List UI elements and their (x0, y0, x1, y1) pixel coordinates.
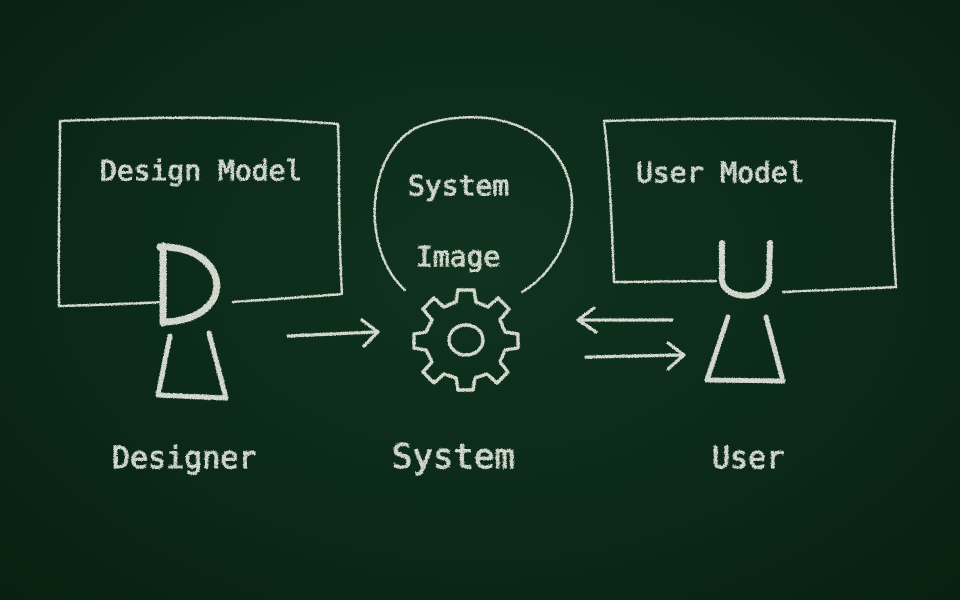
system-image-label-line1: System (408, 169, 509, 202)
user-model-box (602, 117, 898, 294)
user-head-icon (719, 240, 773, 299)
user-to-system-arrow (576, 306, 674, 334)
system-image-circle (373, 116, 574, 294)
designer-label: Designer (112, 441, 257, 476)
design-model-box (57, 116, 344, 308)
user-label: User (712, 441, 784, 476)
designer-head-icon (156, 242, 221, 327)
system-image-label-line2: Image (416, 240, 500, 273)
designer-to-system-arrow (286, 318, 380, 348)
design-model-label: Design Model (100, 154, 302, 187)
system-label: System (392, 437, 515, 477)
user-body-icon (704, 314, 786, 384)
system-to-user-arrow (584, 341, 686, 371)
gear-icon (412, 288, 520, 392)
user-model-label: User Model (636, 156, 805, 189)
designer-body-icon (155, 330, 229, 401)
